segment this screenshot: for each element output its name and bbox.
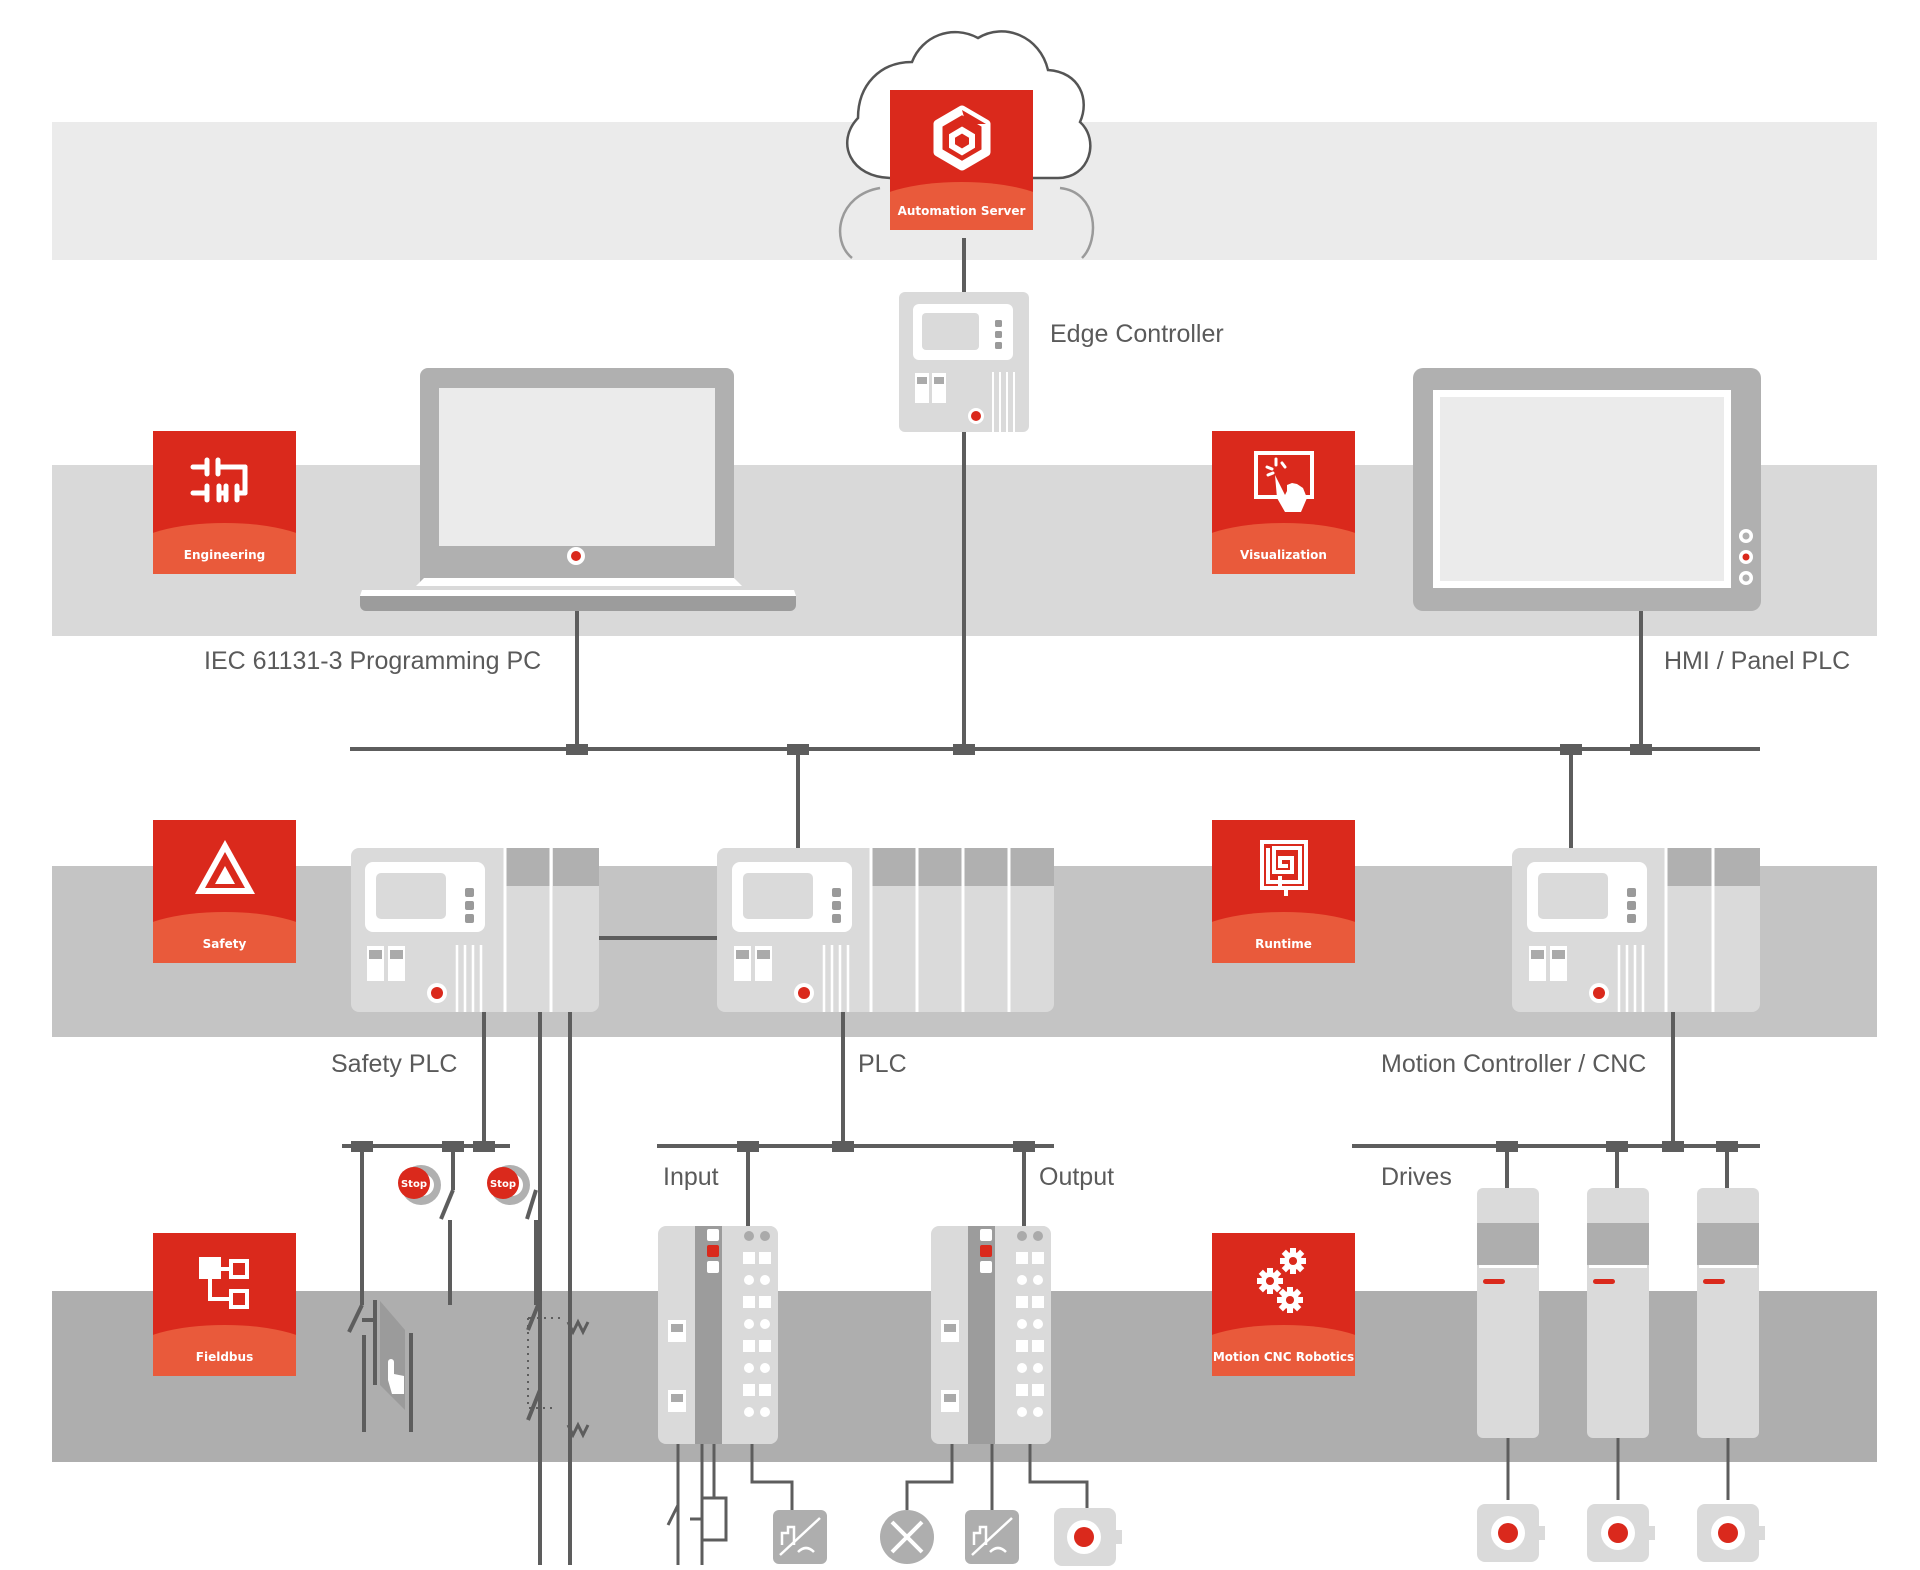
analog-sensor-icon bbox=[773, 1510, 827, 1564]
safety-label: Safety bbox=[202, 937, 247, 951]
visualization-label: Visualization bbox=[1240, 548, 1327, 562]
programming-pc-laptop[interactable] bbox=[360, 368, 796, 611]
motion-cnc-robotics-tile[interactable]: Motion CNC Robotics bbox=[1212, 1233, 1355, 1376]
motor-icon bbox=[1054, 1508, 1122, 1566]
square-spiral-icon bbox=[1260, 840, 1308, 896]
fieldbus-tile[interactable]: Fieldbus bbox=[153, 1233, 296, 1376]
edge-controller-label: Edge Controller bbox=[1050, 320, 1224, 348]
drive-unit[interactable] bbox=[1477, 1188, 1545, 1562]
engineering-label: Engineering bbox=[183, 548, 266, 562]
analog-output-icon bbox=[965, 1510, 1019, 1564]
safety-plc-label: Safety PLC bbox=[331, 1050, 458, 1078]
servo-motor-icon bbox=[1477, 1504, 1545, 1562]
motion-controller-device[interactable] bbox=[1512, 848, 1760, 1012]
bus-tap bbox=[473, 1141, 495, 1152]
plc-device[interactable] bbox=[717, 848, 1054, 1012]
runtime-label: Runtime bbox=[1255, 937, 1312, 951]
output-terminal-block bbox=[1011, 1226, 1049, 1444]
drive-unit[interactable] bbox=[1697, 1188, 1765, 1562]
warning-triangle-icon bbox=[195, 840, 255, 894]
stop-button-2-label: Stop bbox=[490, 1179, 516, 1190]
plc-label: PLC bbox=[858, 1050, 907, 1078]
programming-pc-label: IEC 61131-3 Programming PC bbox=[204, 647, 542, 675]
bus-tap bbox=[1606, 1141, 1628, 1152]
bus-tap bbox=[1630, 744, 1652, 755]
network-tree-icon bbox=[199, 1257, 249, 1309]
motion-controller-label: Motion Controller / CNC bbox=[1381, 1050, 1647, 1078]
cloud-shadow-icon bbox=[838, 186, 1095, 259]
stop-button-1-label: Stop bbox=[401, 1179, 427, 1190]
safety-tile[interactable]: Safety bbox=[153, 820, 296, 963]
edge-controller-device[interactable] bbox=[899, 292, 1029, 432]
bus-tap bbox=[1560, 744, 1582, 755]
lamp-icon bbox=[880, 1510, 934, 1564]
input-terminal-block bbox=[738, 1226, 776, 1444]
engineering-tile[interactable]: Engineering bbox=[153, 431, 296, 574]
runtime-tile[interactable]: Runtime bbox=[1212, 820, 1355, 963]
bus-tap bbox=[1662, 1141, 1684, 1152]
io-field-wiring bbox=[666, 1444, 1089, 1565]
input-label: Input bbox=[663, 1163, 719, 1191]
bus-tap bbox=[1716, 1141, 1738, 1152]
servo-motor-icon bbox=[1697, 1504, 1765, 1562]
output-label: Output bbox=[1039, 1163, 1115, 1191]
safety-field-circuit bbox=[347, 1146, 542, 1432]
bus-tap bbox=[1013, 1141, 1035, 1152]
drives-label: Drives bbox=[1381, 1163, 1452, 1191]
bus-tap bbox=[832, 1141, 854, 1152]
motion-cnc-robotics-label: Motion CNC Robotics bbox=[1212, 1350, 1355, 1364]
drive-unit[interactable] bbox=[1587, 1188, 1655, 1562]
automation-server-tile[interactable]: Automation Server bbox=[890, 90, 1033, 230]
automation-server-label: Automation Server bbox=[897, 204, 1026, 218]
dotted-link bbox=[527, 1317, 560, 1409]
touch-screen-icon bbox=[1254, 451, 1314, 512]
bus-tap bbox=[953, 744, 975, 755]
light-curtain-icon bbox=[380, 1301, 405, 1410]
visualization-tile[interactable]: Visualization bbox=[1212, 431, 1355, 574]
output-module-device[interactable] bbox=[931, 1226, 1051, 1444]
ladder-logic-icon bbox=[190, 457, 248, 503]
motor-coil-symbols bbox=[566, 1318, 590, 1439]
drives bbox=[1477, 1188, 1765, 1562]
bus-tap bbox=[737, 1141, 759, 1152]
servo-motor-icon bbox=[1587, 1504, 1655, 1562]
bus-tap bbox=[1496, 1141, 1518, 1152]
fieldbus-label: Fieldbus bbox=[195, 1350, 254, 1364]
gears-icon bbox=[1257, 1248, 1306, 1313]
bus-tap bbox=[566, 744, 588, 755]
stop-button-1[interactable]: Stop bbox=[398, 1165, 441, 1205]
hmi-label: HMI / Panel PLC bbox=[1664, 647, 1851, 675]
input-module-device[interactable] bbox=[658, 1226, 778, 1444]
cube-hexagon-icon bbox=[933, 105, 991, 171]
bus-tap bbox=[787, 744, 809, 755]
hmi-panel-device[interactable] bbox=[1413, 368, 1761, 611]
stop-button-2[interactable]: Stop bbox=[487, 1165, 530, 1205]
safety-plc-device[interactable] bbox=[351, 848, 599, 1012]
